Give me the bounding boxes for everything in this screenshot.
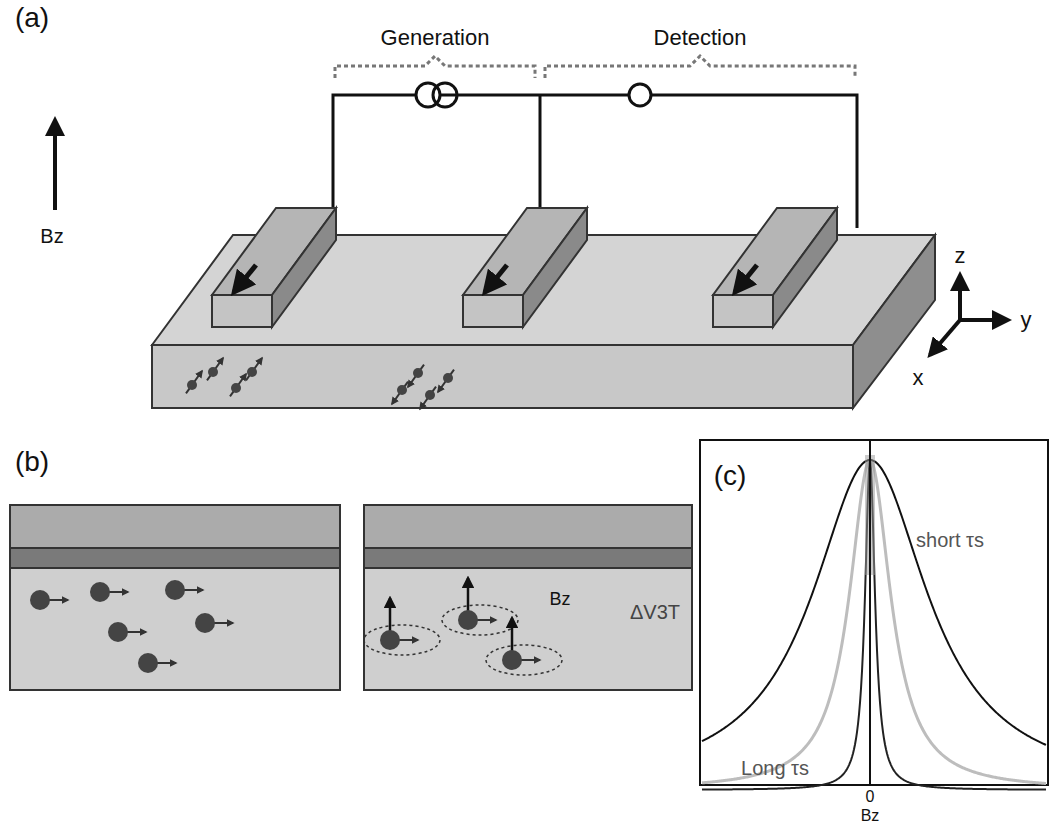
hanle-chart — [700, 440, 1048, 790]
axis-arrows — [930, 275, 1008, 355]
panel-letter: (a) — [15, 3, 49, 34]
spin-symbol — [186, 358, 454, 409]
axis-label: x — [913, 366, 924, 390]
axis-label: y — [1021, 308, 1032, 332]
bracket — [335, 56, 855, 78]
layer-stack — [10, 505, 692, 690]
section-label: Generation — [381, 26, 490, 50]
curve-label: Long τs — [741, 757, 809, 779]
tick-label: 0 — [866, 788, 875, 806]
field-arrow — [53, 120, 57, 210]
axis-label: ΔV3T — [630, 601, 680, 623]
section-label: Detection — [654, 26, 747, 50]
field-label: Bz — [549, 590, 570, 610]
spin-symbol — [30, 578, 562, 675]
ferromagnetic-contact — [212, 208, 837, 327]
curve-label: short τs — [916, 529, 984, 551]
current-source-symbol — [416, 83, 457, 107]
axis-label: Bz — [861, 807, 880, 825]
panel-letter: (c) — [714, 461, 747, 492]
axis-label: z — [955, 244, 966, 268]
field-label: Bz — [40, 225, 63, 247]
voltmeter-symbol — [629, 84, 651, 106]
panel-letter: (b) — [15, 447, 49, 478]
